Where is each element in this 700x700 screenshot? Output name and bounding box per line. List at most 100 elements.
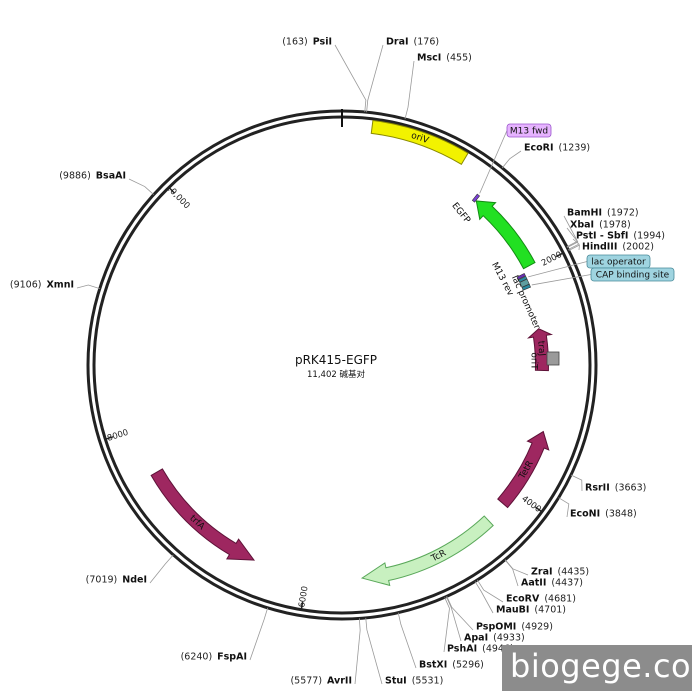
feature-traj-arrow[interactable] bbox=[526, 328, 554, 372]
site-leader-line bbox=[404, 60, 415, 120]
site-xbai[interactable]: XbaI(1978) bbox=[566, 220, 631, 248]
boxed-label-text: lac operator bbox=[591, 258, 646, 268]
site-avrii[interactable]: AvrII(5577) bbox=[290, 618, 361, 687]
site-position: (4933) bbox=[493, 633, 525, 644]
site-name: NdeI bbox=[122, 575, 147, 586]
site-econi[interactable]: EcoNI(3848) bbox=[558, 497, 637, 520]
site-leader-line bbox=[446, 596, 474, 631]
feature-cap-binding-site-block[interactable] bbox=[521, 283, 531, 291]
tick-label: 6000 bbox=[297, 585, 310, 608]
feature-traj[interactable]: traJ bbox=[526, 328, 554, 372]
site-ecori[interactable]: EcoRI (1239) bbox=[501, 143, 591, 169]
site-leader-line bbox=[504, 559, 519, 587]
feature-tetr[interactable]: TetR bbox=[497, 430, 550, 509]
site-psii[interactable]: PsiI(163) bbox=[282, 37, 367, 113]
feature-tcr-arrow[interactable] bbox=[360, 515, 494, 587]
feature-m13-fwd[interactable] bbox=[471, 193, 481, 203]
site-msci[interactable]: MscI (455) bbox=[404, 53, 472, 120]
site-leader-line bbox=[76, 284, 100, 289]
watermark: biogege.com bbox=[502, 645, 700, 691]
site-position: (3663) bbox=[615, 483, 647, 494]
feature-tetr-arrow[interactable] bbox=[497, 430, 550, 509]
boxed-label-bg[interactable] bbox=[506, 123, 552, 138]
site-leader-line bbox=[558, 497, 570, 518]
boxed-label-lac-operator[interactable]: lac operator bbox=[528, 254, 651, 278]
site-leader-line bbox=[477, 579, 504, 603]
boxed-label-leader bbox=[531, 274, 592, 286]
site-name: FspAI bbox=[217, 652, 247, 663]
site-position: (1994) bbox=[633, 231, 665, 242]
site-bstxi[interactable]: BstXI(5296) bbox=[397, 612, 484, 671]
feature-cap-binding-site[interactable] bbox=[521, 283, 531, 291]
boxed-label-cap-binding-site[interactable]: CAP binding site bbox=[531, 267, 675, 286]
plasmid-name: pRK415-EGFP bbox=[295, 353, 377, 367]
site-rsrii[interactable]: RsrII(3663) bbox=[570, 474, 647, 494]
site-pspomi[interactable]: PspOMI(4929) bbox=[446, 596, 553, 633]
site-leader-line bbox=[354, 618, 361, 685]
site-leader-line bbox=[504, 559, 529, 576]
tick-8000: 8000 bbox=[105, 428, 130, 444]
boxed-label-m13-fwd[interactable]: M13 fwd bbox=[479, 123, 552, 194]
site-name: EcoRI bbox=[524, 143, 554, 154]
site-zrai[interactable]: ZraI(4435) bbox=[504, 559, 589, 578]
feature-trfa-arrow[interactable] bbox=[150, 468, 256, 561]
site-position: (6240) bbox=[181, 652, 213, 663]
feature-egfp-arrow[interactable] bbox=[475, 200, 536, 270]
site-leader-line bbox=[365, 617, 383, 685]
site-name: MscI bbox=[417, 53, 441, 64]
site-aatii[interactable]: AatII(4437) bbox=[504, 559, 583, 589]
feature-orit-block[interactable] bbox=[546, 351, 560, 366]
site-name: BamHI bbox=[567, 208, 602, 219]
feature-tcr[interactable]: TcR bbox=[360, 515, 494, 587]
plasmid-center-title: pRK415-EGFP 11,402 碱基对 bbox=[295, 353, 377, 380]
site-ecorv[interactable]: EcoRV (4681) bbox=[477, 579, 576, 605]
site-name: ApaI bbox=[464, 633, 488, 644]
feature-m13-rev-block[interactable] bbox=[516, 272, 526, 280]
site-position: (4437) bbox=[551, 578, 583, 589]
feature-oriv-arrow[interactable] bbox=[370, 119, 469, 166]
site-xmni[interactable]: XmnI(9106) bbox=[10, 280, 100, 291]
site-leader-line bbox=[249, 607, 269, 661]
site-fspai[interactable]: FspAI (6240) bbox=[181, 607, 269, 663]
site-leader-line bbox=[501, 150, 522, 169]
site-position: (176) bbox=[414, 37, 440, 48]
site-ndei[interactable]: NdeI(7019) bbox=[86, 554, 174, 586]
site-leader-line bbox=[566, 227, 579, 248]
site-psti-sbfi[interactable]: PstI - SbfI(1994) bbox=[568, 231, 665, 250]
boxed-label-text: M13 fwd bbox=[510, 127, 548, 137]
feature-orit[interactable]: oriT bbox=[529, 351, 560, 370]
feature-egfp[interactable]: EGFP bbox=[449, 200, 536, 270]
restriction-sites: PsiI(163)DraI(176)MscI (455) EcoRI (1239) Ba… bbox=[10, 37, 665, 687]
site-apai[interactable]: ApaI (4933) bbox=[445, 596, 525, 644]
boxed-label-leader bbox=[479, 130, 508, 194]
site-name: StuI bbox=[385, 676, 407, 687]
site-position: (5296) bbox=[452, 660, 484, 671]
feature-trfa[interactable]: trfA bbox=[150, 468, 256, 561]
feature-lac-promoter[interactable]: lac promoter bbox=[509, 274, 542, 331]
site-name: ZraI bbox=[531, 567, 553, 578]
site-position: (455) bbox=[446, 53, 472, 64]
tick-label: 4000 bbox=[519, 494, 542, 515]
site-leader-line bbox=[443, 597, 450, 653]
tick-label: 2000 bbox=[540, 250, 564, 269]
site-leader-line bbox=[445, 596, 462, 642]
site-name: EcoRV bbox=[506, 594, 540, 605]
tick-6000: 6000 bbox=[297, 585, 311, 610]
site-name: PspOMI bbox=[476, 622, 516, 633]
site-drai[interactable]: DraI(176) bbox=[366, 37, 440, 113]
site-hindiii[interactable]: HindIII(2002) bbox=[568, 242, 654, 253]
site-leader-line bbox=[366, 44, 384, 113]
site-position: (1239) bbox=[559, 143, 591, 154]
tick-2000: 2000 bbox=[540, 250, 564, 269]
site-position: (4681) bbox=[544, 594, 576, 605]
site-maubi[interactable]: MauBI(4701) bbox=[474, 581, 566, 616]
site-stui[interactable]: StuI(5531) bbox=[365, 617, 444, 687]
feature-m13-fwd-block[interactable] bbox=[471, 193, 481, 203]
site-bsaai[interactable]: BsaAI(9886) bbox=[59, 171, 154, 195]
feature-oriv[interactable]: oriV bbox=[370, 119, 469, 166]
boxed-label-bg[interactable] bbox=[590, 267, 675, 282]
site-pshai[interactable]: PshAI(4946) bbox=[443, 597, 514, 655]
tick-label: 8000 bbox=[106, 428, 130, 444]
boxed-label-text: CAP binding site bbox=[596, 271, 670, 281]
